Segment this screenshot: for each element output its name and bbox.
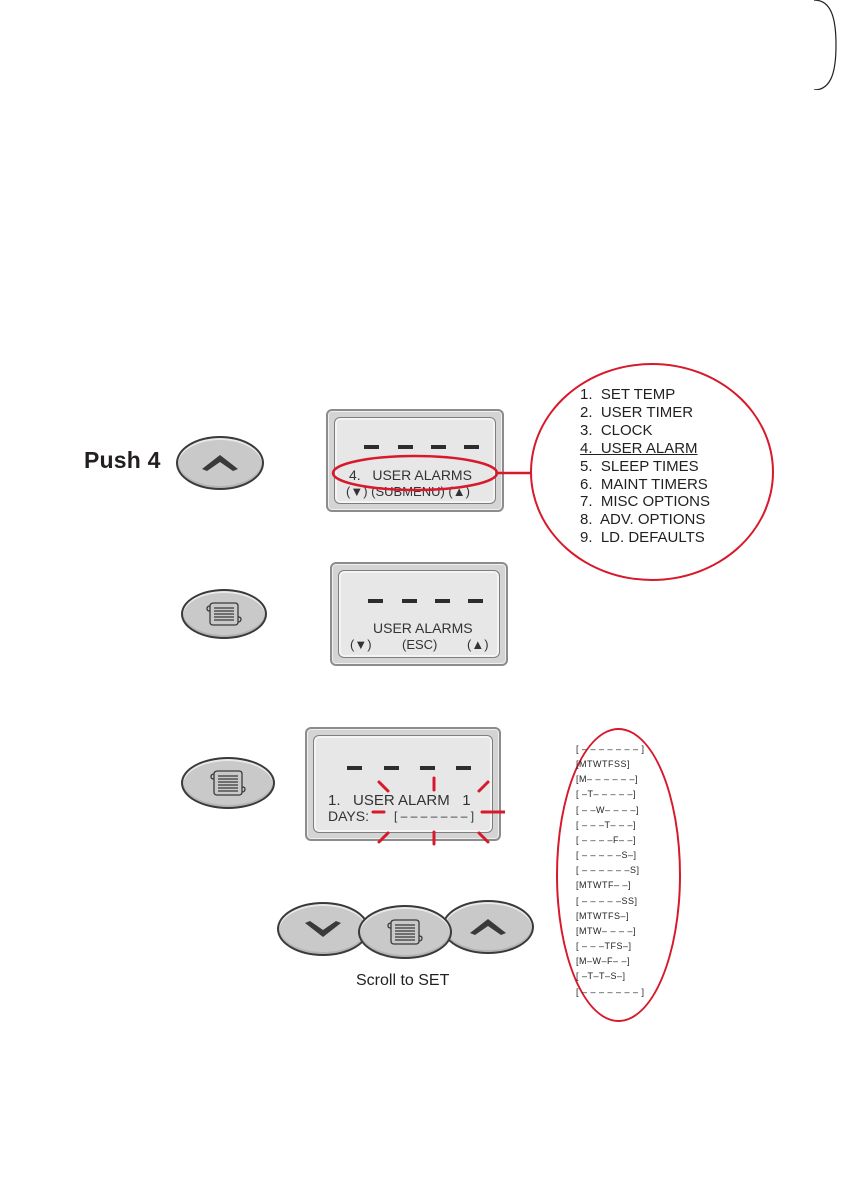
up-button-2[interactable] xyxy=(442,900,534,954)
scroll-caption: Scroll to SET xyxy=(356,972,450,989)
highlight-connector xyxy=(331,454,532,492)
menu-item-selected: 4. USER ALARM xyxy=(580,439,698,457)
menu-button[interactable] xyxy=(181,589,267,639)
days-option: [MTW– – – –] xyxy=(576,925,637,936)
menu-button-3[interactable] xyxy=(358,905,452,959)
menu-item: 7. MISC OPTIONS xyxy=(580,493,711,511)
days-option: [ – – –T– – –] xyxy=(576,819,637,830)
menu-item: 6. MAINT TIMERS xyxy=(580,475,708,493)
days-option: [MTWTFSS] xyxy=(576,759,630,770)
down-button[interactable] xyxy=(277,902,369,956)
lcd2-right: (▲) xyxy=(467,637,489,652)
menu-item: 8. ADV. OPTIONS xyxy=(580,511,706,529)
lcd3-line1: 1. USER ALARM 1 xyxy=(328,792,471,809)
lcd3-days-value: [ – – – – – – – ] xyxy=(394,809,475,823)
days-option: [ –T–T–S–] xyxy=(576,971,626,982)
chevron-down-icon xyxy=(305,921,341,937)
menu-item: 9. LD. DEFAULTS xyxy=(580,529,705,547)
lcd-display-2: USER ALARMS (▼) (ESC) (▲) xyxy=(330,562,508,666)
push-4-label: Push 4 xyxy=(84,447,161,473)
menu-button-2[interactable] xyxy=(181,757,275,809)
menu-item: 5. SLEEP TIMES xyxy=(580,457,699,475)
days-option: [ – –W– – – –] xyxy=(576,804,640,815)
lcd-display-3: 1. USER ALARM 1 DAYS: [ – – – – – – – ] xyxy=(305,727,501,841)
menu-item: 3. CLOCK xyxy=(580,421,653,439)
days-option: [MTWTF– –] xyxy=(576,880,631,891)
days-option: [M–W–F– –] xyxy=(576,956,631,967)
chevron-up-icon xyxy=(202,455,238,471)
days-option: [ – – – – – – – ] xyxy=(576,744,645,754)
days-option: [M– – – – – –] xyxy=(576,774,639,785)
days-options-list: [ – – – – – – – ] [MTWTFSS] [M– – – – – … xyxy=(576,742,645,1000)
days-option: [ – – – – – – – ] xyxy=(576,986,645,997)
days-option: [ – – – –F– –] xyxy=(576,834,637,845)
days-option: [ – – – – –S–] xyxy=(576,850,637,861)
days-option: [ – – – – – –S] xyxy=(576,865,640,876)
menu-callout-circle xyxy=(530,363,774,581)
scroll-icon xyxy=(387,919,423,945)
up-button[interactable] xyxy=(176,436,264,490)
lcd1-line1: 4. USER ALARMS xyxy=(349,467,472,483)
menu-item: 2. USER TIMER xyxy=(580,403,694,421)
lcd2-line1: USER ALARMS xyxy=(373,620,473,636)
scroll-icon xyxy=(206,602,242,626)
menu-item: 1. SET TEMP xyxy=(580,386,676,403)
lcd3-days-label: DAYS: xyxy=(328,808,369,824)
flash-marks xyxy=(371,776,505,846)
page-edge-mark xyxy=(814,0,837,90)
menu-list: 1. SET TEMP 2. USER TIMER 3. CLOCK 4. US… xyxy=(580,386,710,547)
days-option: [ –T– – – – –] xyxy=(576,789,637,800)
lcd2-center: (ESC) xyxy=(402,637,438,652)
lcd2-left: (▼) xyxy=(350,637,372,652)
scroll-icon xyxy=(210,770,246,796)
days-option: [MTWTFS–] xyxy=(576,910,629,921)
days-option: [ – – – – –SS] xyxy=(576,895,638,906)
chevron-up-icon xyxy=(470,919,506,935)
days-option: [ – – –TFS–] xyxy=(576,941,632,952)
days-callout-ellipse xyxy=(556,728,681,1022)
